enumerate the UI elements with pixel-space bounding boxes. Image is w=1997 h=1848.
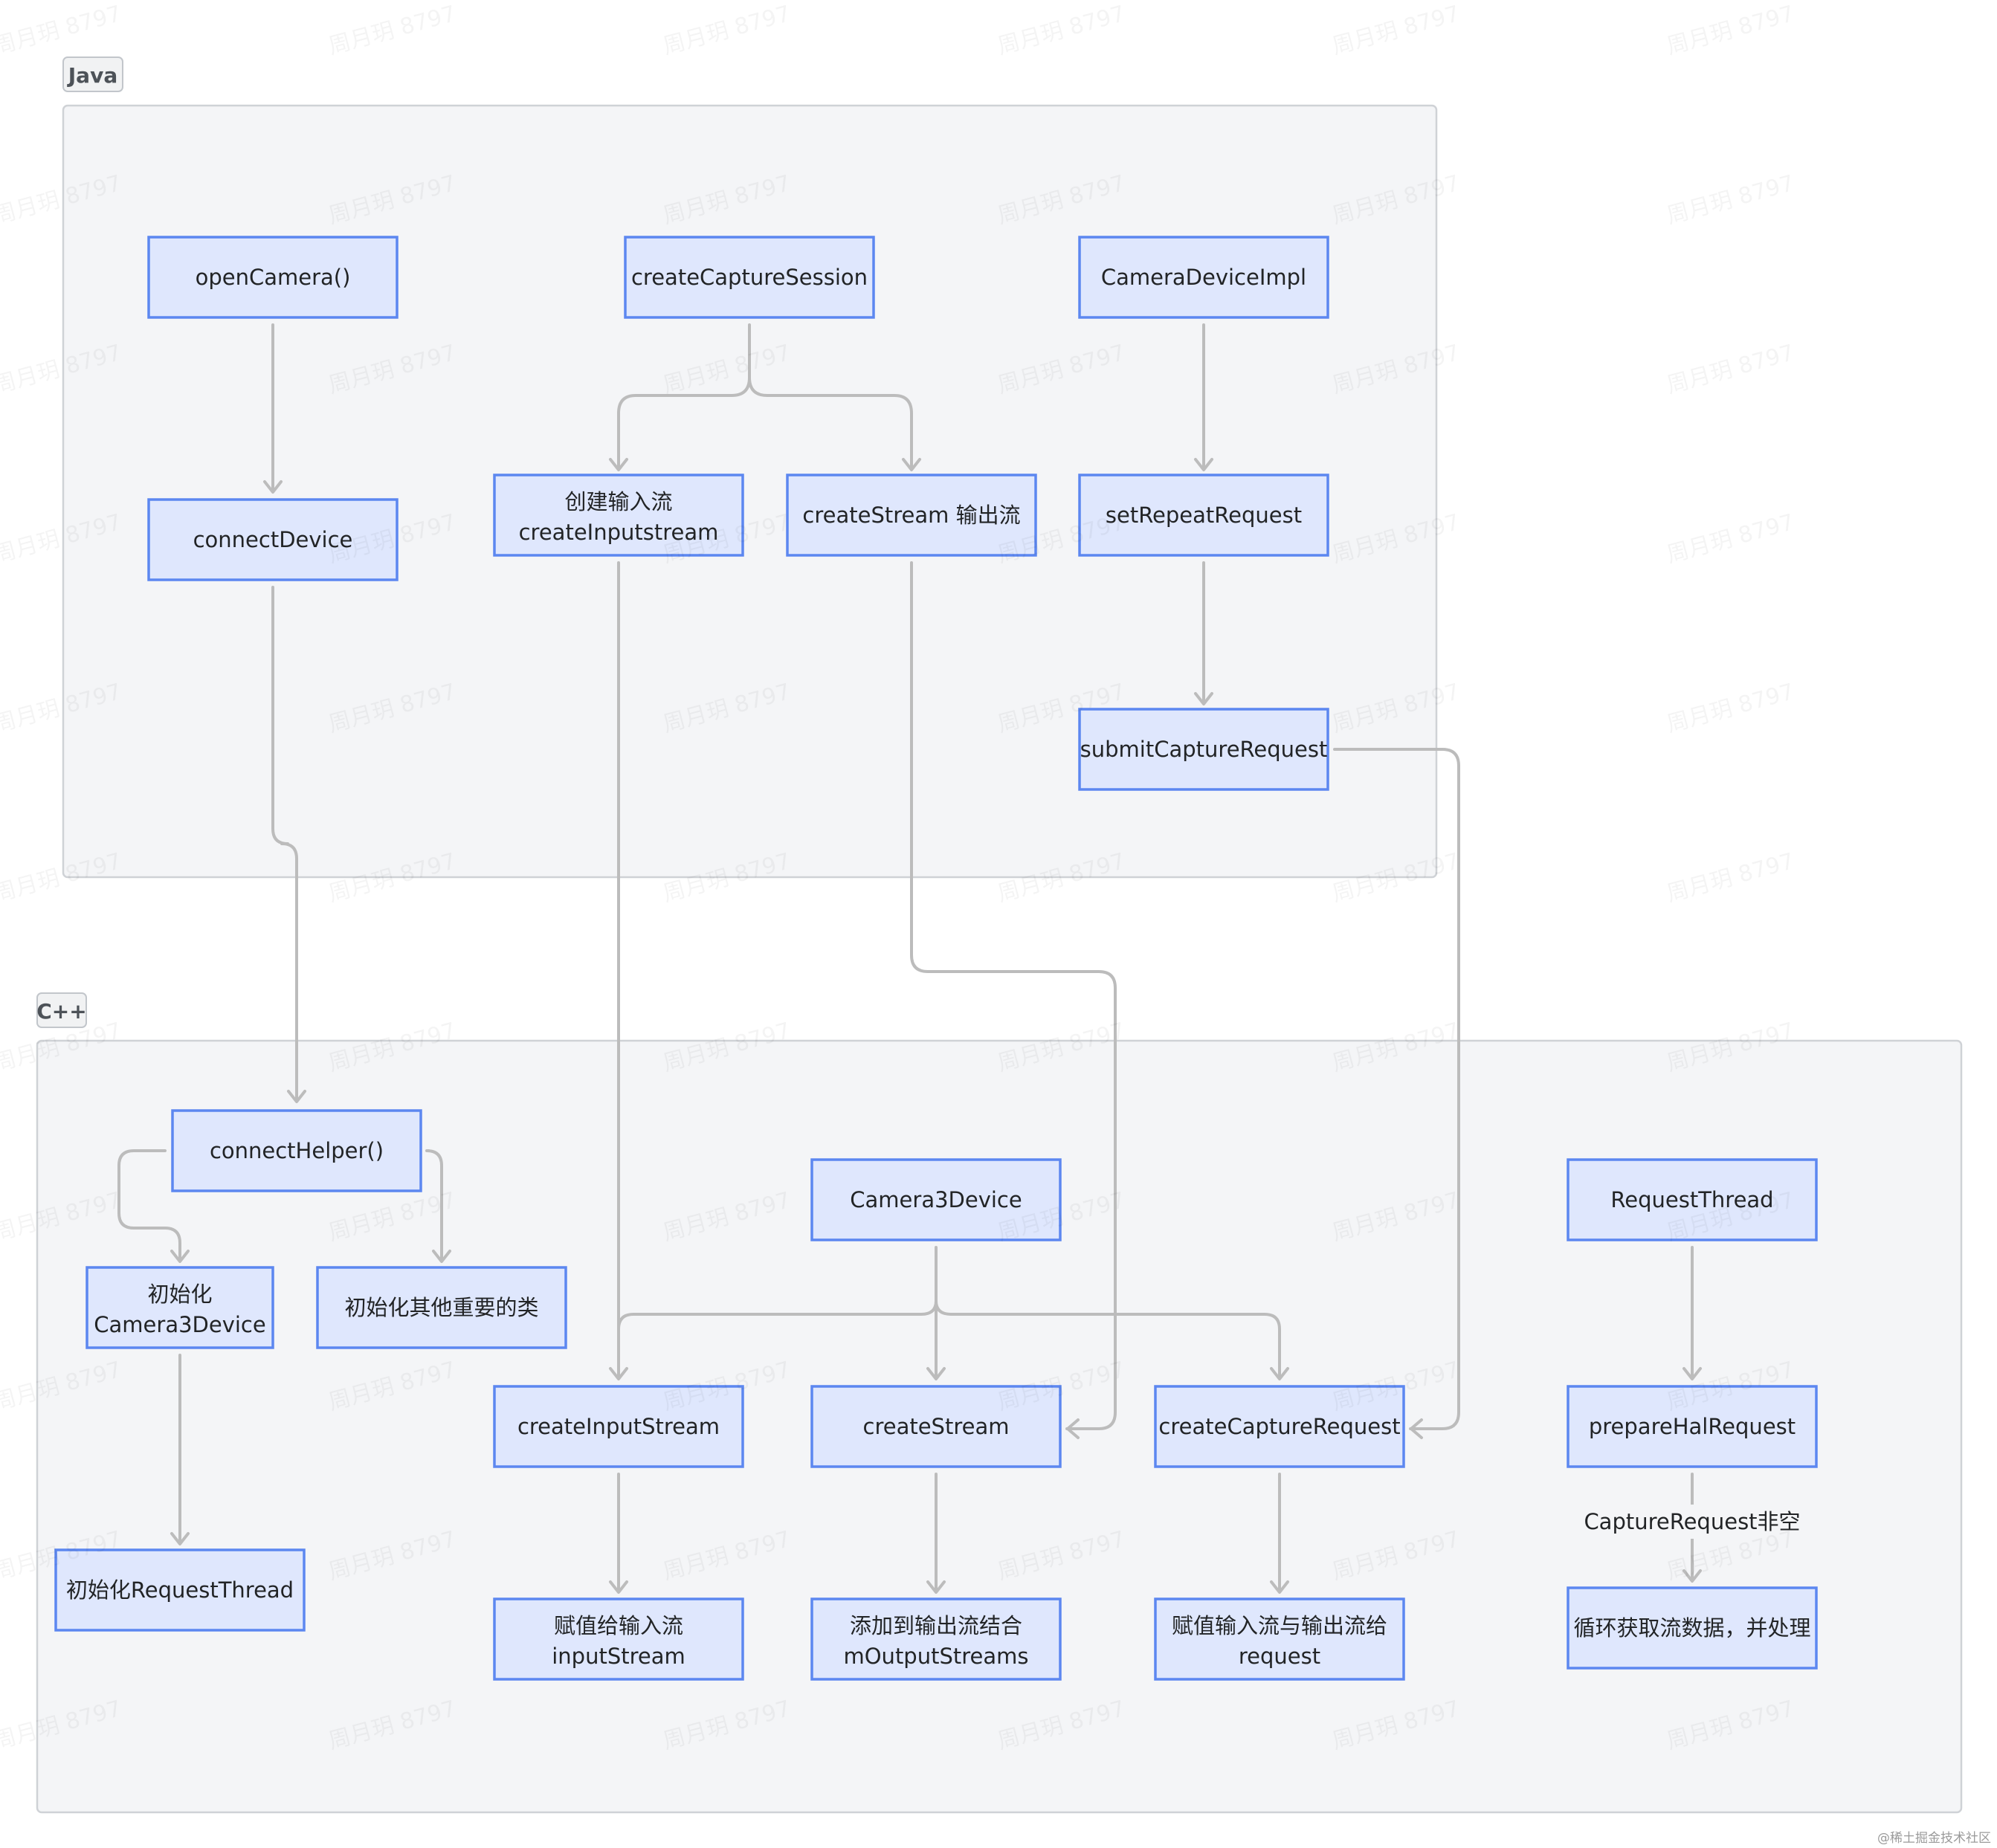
watermark-text: 周月玥 8797 (1664, 679, 1797, 737)
node-submitcapturerequest[interactable]: submitCaptureRequest (1078, 708, 1329, 791)
node-initcamera3device-line1: 初始化 (147, 1282, 212, 1307)
footer-credit: @稀土掘金技术社区 (1877, 1831, 1991, 1846)
node-setrepeatrequest[interactable]: setRepeatRequest (1078, 474, 1329, 557)
node-connecthelper-label: connectHelper() (210, 1138, 384, 1163)
node-assignstreamstorequest[interactable]: 赋值输入流与输出流给 request (1154, 1597, 1405, 1681)
arrowhead-setrepeat (1194, 458, 1213, 471)
node-initcamera3device[interactable]: 初始化 Camera3Device (86, 1266, 274, 1349)
watermark-text: 周月玥 8797 (995, 1, 1128, 59)
arrowhead-assigninputstream (609, 1580, 628, 1594)
watermark-text: 周月玥 8797 (0, 848, 124, 907)
node-cameradeviceimpl-label: CameraDeviceImpl (1101, 265, 1306, 290)
node-createinputstream-java[interactable]: 创建输入流 createInputstream (493, 474, 744, 557)
node-initrequestthread[interactable]: 初始化RequestThread (54, 1548, 306, 1632)
edge-camera3device-createcapturerequest (935, 1299, 1281, 1379)
arrowhead-createstream-java (902, 458, 921, 471)
node-createinputstream-java-line2: createInputstream (519, 520, 719, 545)
node-createcapturerequest[interactable]: createCaptureRequest (1154, 1385, 1405, 1468)
node-camera3device-label: Camera3Device (850, 1187, 1022, 1212)
arrowhead-assignrequest (1270, 1580, 1289, 1594)
node-createstream-cpp[interactable]: createStream (810, 1385, 1062, 1468)
arrowhead-submit (1194, 692, 1213, 705)
node-assigninputstream[interactable]: 赋值给输入流 inputStream (493, 1597, 744, 1681)
edge-connecthelper-initother (425, 1149, 443, 1261)
node-createcapturerequest-label: createCaptureRequest (1158, 1414, 1400, 1439)
edge-java-createstream-cpp (910, 561, 1117, 1430)
node-createstream-java[interactable]: createStream 输出流 (786, 474, 1037, 557)
arrowhead-connecthelper (287, 1090, 306, 1103)
node-connectdevice[interactable]: connectDevice (147, 498, 399, 581)
node-submitcapturerequest-label: submitCaptureRequest (1080, 737, 1328, 762)
arrowhead-preparehal (1683, 1367, 1702, 1380)
edges: CaptureRequest非空 (117, 323, 1801, 1594)
node-assignstreamstorequest-line1: 赋值输入流与输出流给 (1172, 1613, 1387, 1638)
node-createinputstream-java-line1: 创建输入流 (564, 489, 672, 514)
watermark-text: 周月玥 8797 (0, 1, 124, 59)
java-group-tag (62, 56, 123, 92)
watermark-text: 周月玥 8797 (1664, 170, 1797, 229)
watermark-text: 周月玥 8797 (1664, 1, 1797, 59)
watermark-text: 周月玥 8797 (326, 1, 459, 59)
watermark-text: 周月玥 8797 (660, 1, 793, 59)
node-createstream-cpp-label: createStream (863, 1414, 1010, 1439)
node-loopprocess-label: 循环获取流数据，并处理 (1573, 1615, 1810, 1641)
edge-connecthelper-initcamera3device (117, 1149, 181, 1261)
node-createinputstream-cpp[interactable]: createInputStream (493, 1385, 744, 1468)
arrowhead-loopprocess (1683, 1569, 1702, 1583)
node-createcapturesession-label: createCaptureSession (631, 265, 868, 290)
arrowhead-connectdevice (263, 480, 283, 494)
cpp-group-label: C++ (36, 999, 86, 1024)
edge-submit-createcapturerequest (1333, 748, 1460, 1430)
arrowhead-initrequestthread (170, 1532, 190, 1545)
node-opencamera-label: openCamera() (196, 265, 351, 290)
node-initrequestthread-label: 初始化RequestThread (66, 1577, 294, 1603)
node-addtooutputstreams-line1: 添加到输出流结合 (850, 1613, 1022, 1638)
arrowhead-initother (432, 1250, 451, 1263)
cpp-group-tag (36, 992, 87, 1028)
node-requestthread-label: RequestThread (1610, 1187, 1773, 1212)
node-assignstreamstorequest-line2: request (1239, 1644, 1320, 1669)
arrowhead-createinputstream-cpp (609, 1367, 628, 1380)
node-createcapturesession[interactable]: createCaptureSession (624, 236, 875, 319)
watermark-text: 周月玥 8797 (1329, 1, 1462, 59)
node-addtooutputstreams[interactable]: 添加到输出流结合 mOutputStreams (810, 1597, 1062, 1681)
node-loopprocess[interactable]: 循环获取流数据，并处理 (1567, 1586, 1818, 1670)
watermark-text: 周月玥 8797 (1664, 340, 1797, 398)
arrowhead-createstream-cpp (926, 1367, 946, 1380)
node-assigninputstream-line1: 赋值给输入流 (554, 1613, 683, 1638)
node-setrepeatrequest-label: setRepeatRequest (1106, 503, 1302, 528)
edge-connectdevice-connecthelper (271, 586, 298, 1102)
node-createinputstream-cpp-label: createInputStream (517, 1414, 720, 1439)
arrowhead-createstream-from-java (1066, 1418, 1080, 1439)
node-preparehalrequest[interactable]: prepareHalRequest (1567, 1385, 1818, 1468)
java-group-label: Java (67, 63, 117, 88)
node-initotherclasses[interactable]: 初始化其他重要的类 (316, 1266, 567, 1349)
arrowhead-initcamera3device (170, 1250, 190, 1263)
node-assigninputstream-line2: inputStream (552, 1644, 685, 1669)
node-addtooutputstreams-line2: mOutputStreams (843, 1644, 1028, 1669)
arrowhead-createcapturerequest-from-java (1410, 1418, 1423, 1439)
edge-label-background (1588, 1505, 1796, 1539)
edge-session-createstream (748, 376, 913, 470)
edge-label-capture-request-not-empty: CaptureRequest非空 (1584, 1509, 1800, 1534)
node-connectdevice-label: connectDevice (193, 527, 353, 552)
node-connecthelper[interactable]: connectHelper() (171, 1109, 422, 1192)
node-requestthread[interactable]: RequestThread (1567, 1158, 1818, 1241)
node-preparehalrequest-label: prepareHalRequest (1589, 1414, 1796, 1439)
watermark-text: 周月玥 8797 (1664, 509, 1797, 568)
node-initotherclasses-label: 初始化其他重要的类 (344, 1295, 538, 1320)
watermark-text: 周月玥 8797 (1664, 848, 1797, 907)
node-camera3device[interactable]: Camera3Device (810, 1158, 1062, 1241)
node-cameradeviceimpl[interactable]: CameraDeviceImpl (1078, 236, 1329, 319)
node-opencamera[interactable]: openCamera() (147, 236, 399, 319)
node-createstream-java-label: createStream 输出流 (802, 503, 1020, 528)
arrowhead-addoutputstreams (926, 1580, 946, 1594)
arrowhead-createcapturerequest (1270, 1367, 1289, 1380)
arrowhead-createinputstream-java (609, 458, 628, 471)
node-initcamera3device-line2: Camera3Device (94, 1312, 265, 1337)
edge-session-trunk (617, 323, 751, 470)
